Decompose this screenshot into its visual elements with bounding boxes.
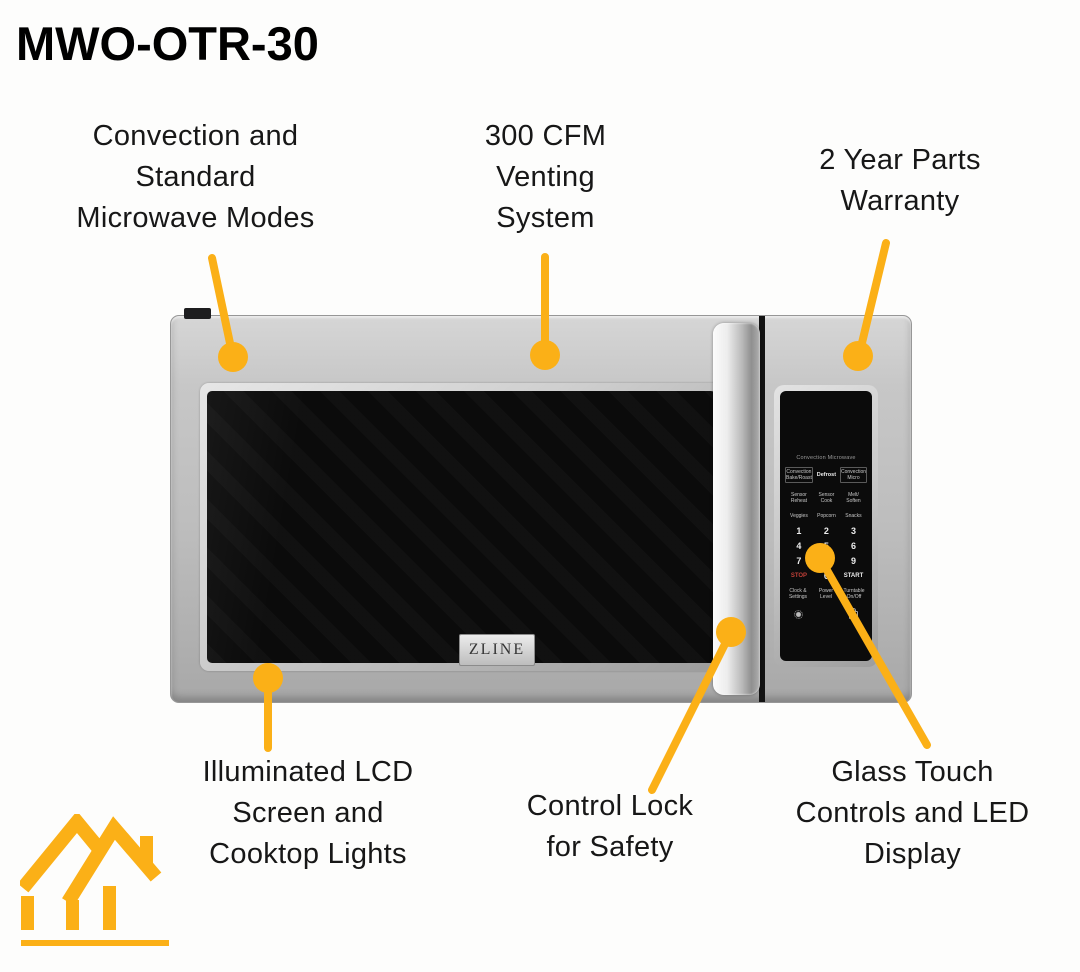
panel-key: Convection Micro xyxy=(839,467,867,483)
door-window-frame: ZLINE xyxy=(200,383,723,671)
callout-label-modes: Convection and Standard Microwave Modes xyxy=(76,120,315,234)
panel-key: 2 xyxy=(823,526,829,536)
panel-key: 4 xyxy=(796,541,802,551)
zline-badge: ZLINE xyxy=(459,634,535,666)
panel-key: 9 xyxy=(850,556,856,566)
keypad-bottom-grid: Clock & Settings Power Level Turntable On/… xyxy=(785,588,867,600)
panel-key: STOP xyxy=(790,573,808,579)
house-logo-chimney xyxy=(140,836,153,863)
panel-key: START xyxy=(843,573,864,579)
panel-key: 1 xyxy=(796,526,802,536)
callout-label-lock: Control Lock for Safety xyxy=(526,790,694,863)
panel-key: Sensor Cook xyxy=(818,492,835,504)
callout-label-touch: Glass Touch Controls and LED Display xyxy=(795,756,1030,870)
house-logo-leg-2 xyxy=(66,900,79,930)
page-title: MWO-OTR-30 xyxy=(16,17,319,70)
house-logo-baseline xyxy=(21,940,169,946)
panel-key: 6 xyxy=(850,541,856,551)
panel-key: Sensor Reheat xyxy=(790,492,807,504)
door-window: ZLINE xyxy=(207,391,716,666)
house-logo-left-roof xyxy=(20,814,106,893)
control-panel-frame: Convection Microwave Convection Bake/Roa… xyxy=(774,385,878,667)
panel-key: 7 xyxy=(796,556,802,566)
panel-header: Convection Microwave xyxy=(796,455,856,461)
panel-key: 5 xyxy=(823,541,829,551)
panel-key: Convection Bake/Roast xyxy=(785,467,813,483)
panel-key: Turntable On/Off xyxy=(843,588,865,600)
control-panel: Convection Microwave Convection Bake/Roa… xyxy=(780,391,872,661)
panel-key: Power Level xyxy=(818,588,834,600)
house-logo-leg-3 xyxy=(103,886,116,930)
panel-key: Popcorn xyxy=(817,513,836,519)
panel-key: Veggies xyxy=(790,513,808,519)
panel-key: Snacks xyxy=(845,513,862,519)
panel-key: 0 xyxy=(823,571,829,581)
door-separator xyxy=(759,316,765,702)
callout-label-lcd: Illuminated LCD Screen and Cooktop Light… xyxy=(202,756,414,870)
callout-label-warranty: 2 Year Parts Warranty xyxy=(819,144,981,217)
panel-key: Clock & Settings xyxy=(788,588,808,600)
panel-key: Melt/ Soften xyxy=(846,492,861,504)
cooktop-light-icon xyxy=(794,610,804,619)
panel-icons-row xyxy=(785,607,867,619)
panel-key: 8 xyxy=(823,556,829,566)
microwave-body: ZLINE Convection Microwave Convection Ba… xyxy=(170,308,912,703)
door-handle xyxy=(713,323,760,695)
control-lock-icon xyxy=(848,607,858,619)
house-logo-leg-1 xyxy=(21,896,34,930)
hinge-detail xyxy=(184,308,211,319)
callout-label-venting: 300 CFM Venting System xyxy=(484,120,607,234)
panel-key: Defrost xyxy=(816,472,837,478)
panel-key: 3 xyxy=(850,526,856,536)
house-logo xyxy=(20,814,169,946)
